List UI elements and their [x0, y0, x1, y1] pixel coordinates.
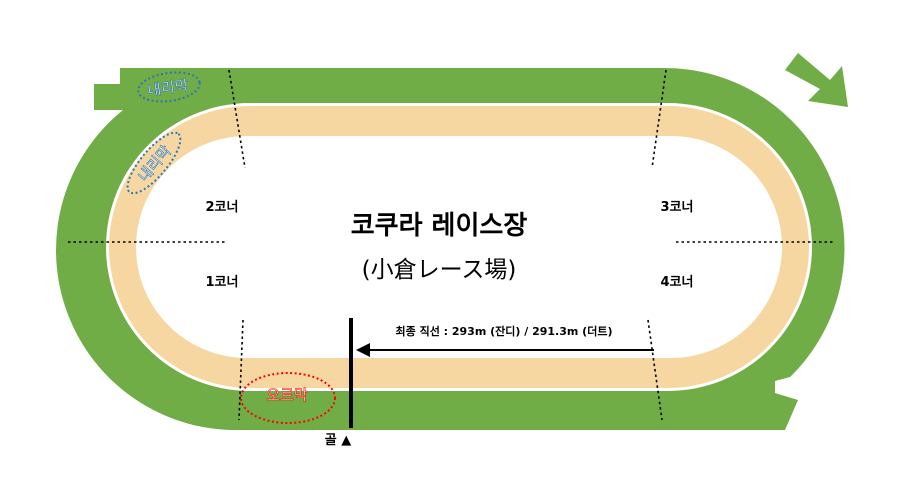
final-straight-arrowhead-icon [356, 343, 370, 357]
goal-label: 골 ▲ [325, 433, 351, 448]
corner-3-label: 3코너 [661, 199, 694, 215]
section-lines [68, 69, 834, 421]
uphill-label: 오르막 [266, 386, 308, 404]
corner-4-label: 4코너 [661, 274, 694, 290]
corner-1-label: 1코너 [206, 274, 239, 290]
downhill-left-marker [126, 131, 182, 195]
uphill-marker [240, 372, 336, 424]
infield [136, 136, 782, 358]
page-subtitle: (小倉レース場) [362, 257, 517, 283]
direction-arrow-icon [785, 53, 848, 107]
final-straight-note: 최종 직선 : 293m (잔디) / 291.3m (더트) [396, 324, 613, 338]
page-title: 코쿠라 레이스장 [351, 211, 528, 241]
corner-2-label: 2코너 [206, 199, 239, 215]
